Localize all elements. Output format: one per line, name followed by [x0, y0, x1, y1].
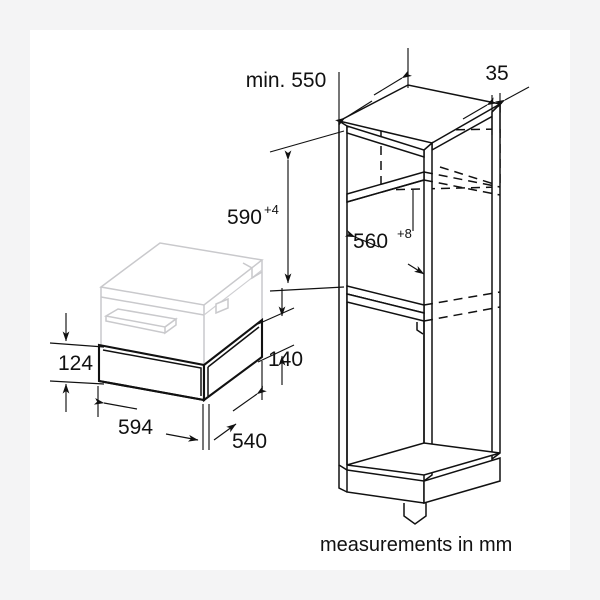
- cabinet-middle-shelf-lower: [346, 285, 501, 322]
- dim-label-35: 35: [485, 62, 508, 85]
- cabinet-inner-right-panel: [423, 141, 433, 483]
- dim-label-590: 590: [227, 206, 262, 229]
- dim-35: 35: [462, 62, 530, 135]
- cabinet-upper-ceiling: [346, 124, 425, 159]
- cabinet-lower-compartment: [346, 302, 501, 476]
- appliance-drawer-front: [97, 317, 264, 403]
- dim-label-540: 540: [232, 430, 267, 453]
- cabinet-plinth: [338, 456, 501, 504]
- dim-label-560: 560: [353, 230, 388, 253]
- dim-560: 560 +8: [344, 190, 425, 275]
- dim-min-550: min. 550: [246, 48, 412, 126]
- dim-label-590-tolerance: +4: [264, 202, 279, 217]
- dim-140: 140: [257, 288, 303, 385]
- cabinet-top-face: [336, 84, 503, 152]
- cabinet-left-wall: [338, 119, 348, 472]
- dim-label-min550: min. 550: [246, 69, 327, 92]
- dim-label-124: 124: [58, 352, 93, 375]
- cabinet-notch-detail: [416, 322, 424, 335]
- cabinet-right-wall: [491, 102, 501, 461]
- dim-label-140: 140: [268, 348, 303, 371]
- dim-540: 540: [208, 361, 267, 453]
- dim-594: 594: [93, 386, 204, 450]
- caption-measurements: measurements in mm: [320, 534, 512, 556]
- dim-124: 124: [49, 313, 105, 412]
- dim-590: 590 +4: [227, 130, 345, 292]
- caption-arrow: [403, 503, 427, 525]
- cabinet-niche: [336, 84, 503, 504]
- dim-label-594: 594: [118, 416, 153, 439]
- cabinet-middle-shelf-upper: [346, 171, 501, 203]
- dim-label-560-tolerance: +8: [397, 226, 412, 241]
- appliance-drawer: [97, 242, 264, 403]
